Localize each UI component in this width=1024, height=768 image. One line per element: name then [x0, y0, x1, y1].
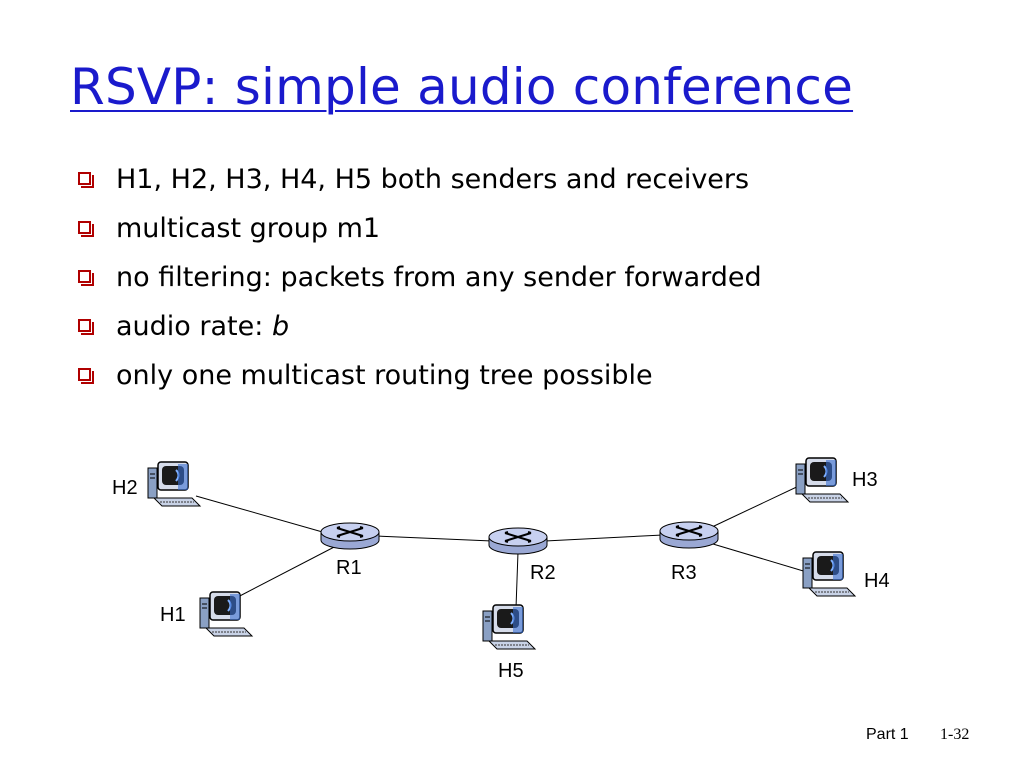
slide-title: RSVP: simple audio conference	[70, 58, 854, 116]
host-label-h2: H2	[112, 477, 138, 499]
router-icon-r2	[488, 527, 548, 555]
router-label-r3: R3	[671, 562, 697, 584]
bullet-text: no filtering: packets from any sender fo…	[116, 262, 762, 293]
footer-part: Part 1	[866, 726, 909, 743]
bullet-item: H1, H2, H3, H4, H5 both senders and rece…	[76, 160, 762, 209]
link-r2-h5	[515, 551, 519, 609]
router-label-r2: R2	[530, 562, 556, 584]
link-r1-r2	[375, 535, 493, 542]
square-bullet-icon	[78, 221, 94, 237]
computer-icon-h4	[802, 551, 856, 597]
page-number: 1-32	[940, 726, 970, 743]
bullet-item: audio rate: b	[76, 307, 762, 356]
router-icon-r3	[659, 521, 719, 549]
audio-rate-value: b	[271, 311, 290, 342]
host-label-h5: H5	[498, 660, 524, 682]
router-icon-r1	[320, 522, 380, 550]
link-h2-r1	[195, 495, 327, 534]
bullet-list: H1, H2, H3, H4, H5 both senders and rece…	[76, 160, 762, 405]
router-label-r1: R1	[336, 557, 362, 579]
computer-icon-h3	[795, 457, 849, 503]
host-label-h3: H3	[852, 469, 878, 491]
bullet-text: H1, H2, H3, H4, H5 both senders and rece…	[116, 164, 750, 195]
computer-icon-h2	[147, 461, 201, 507]
host-label-h4: H4	[864, 570, 890, 592]
link-r2-r3	[544, 534, 664, 542]
link-r3-h3	[711, 483, 804, 528]
bullet-text: audio rate:	[116, 311, 272, 342]
computer-icon-h5	[482, 604, 536, 650]
computer-icon-h1	[199, 591, 253, 637]
bullet-text: multicast group m1	[116, 213, 381, 244]
bullet-text: only one multicast routing tree possible	[116, 360, 653, 391]
link-r3-h4	[712, 543, 811, 574]
network-links	[195, 483, 811, 609]
square-bullet-icon	[78, 172, 94, 188]
bullet-item: multicast group m1	[76, 209, 762, 258]
bullet-item: only one multicast routing tree possible	[76, 356, 762, 405]
square-bullet-icon	[78, 270, 94, 286]
bullet-item: no filtering: packets from any sender fo…	[76, 258, 762, 307]
square-bullet-icon	[78, 368, 94, 384]
link-h1-r1	[233, 543, 341, 600]
square-bullet-icon	[78, 319, 94, 335]
host-label-h1: H1	[160, 604, 186, 626]
